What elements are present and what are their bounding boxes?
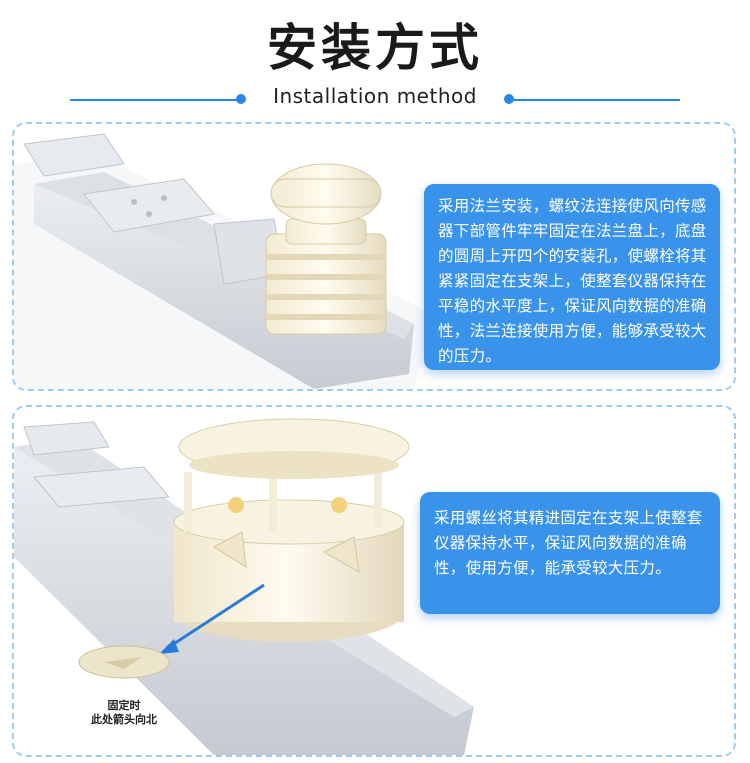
flange-plate (83, 178, 215, 233)
north-arrow-note-line1: 固定时 (107, 699, 141, 712)
subtitle-row: Installation method (0, 84, 750, 114)
screw-sensor-illustration (14, 418, 474, 755)
flange-plate (33, 466, 170, 508)
flange-installation-panel: 采用法兰安装，螺纹法连接使风向传感器下部管件牢牢固定在法兰盘上，底盘的圆周上开四… (12, 122, 736, 391)
right-divider-line (510, 99, 680, 101)
right-divider-dot (504, 94, 514, 104)
north-arrow-note-line2: 此处箭头向北 (91, 713, 157, 726)
north-arrow-note: 固定时 此处箭头向北 (74, 699, 174, 727)
north-arrow-line (168, 583, 265, 649)
page-subtitle: Installation method (273, 84, 477, 108)
screw-installation-panel: 采用螺丝将其精进固定在支架上使整套仪器保持水平，保证风向数据的准确性，使用方便，… (12, 405, 736, 757)
flange-sensor-illustration (14, 133, 434, 389)
page-title: 安装方式 (267, 19, 483, 77)
left-divider-line (70, 99, 240, 101)
north-arrow-head (159, 639, 179, 654)
wind-sensor-screw (173, 418, 410, 642)
screw-description-box: 采用螺丝将其精进固定在支架上使整套仪器保持水平，保证风向数据的准确性，使用方便，… (420, 492, 720, 614)
wind-sensor-flange (265, 163, 387, 335)
flange-description-box: 采用法兰安装，螺纹法连接使风向传感器下部管件牢牢固定在法兰盘上，底盘的圆周上开四… (424, 184, 720, 370)
left-divider-dot (236, 94, 246, 104)
